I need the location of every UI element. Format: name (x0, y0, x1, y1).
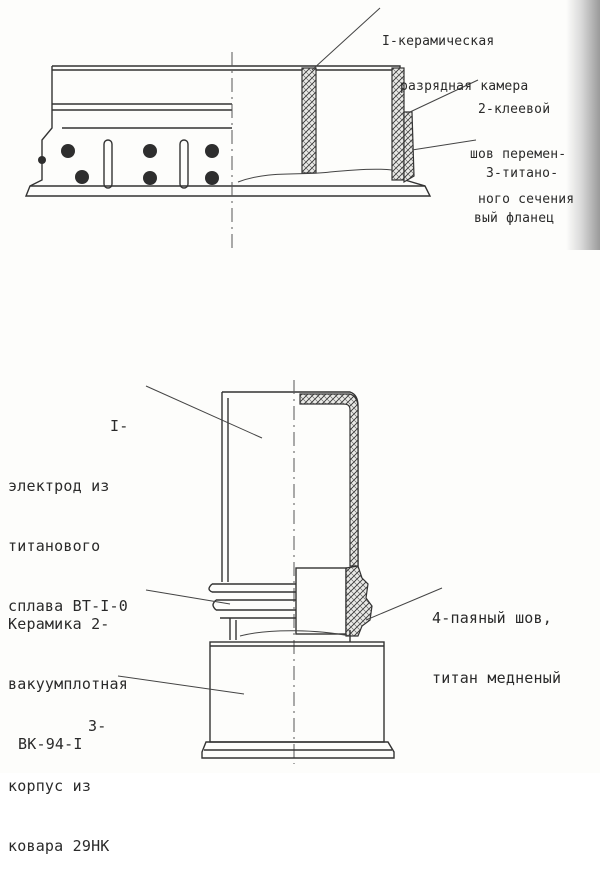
ceramic-chamber-wall-left (301, 67, 317, 174)
bolt (205, 171, 219, 185)
slot-hole (179, 139, 189, 189)
electrode-outline (221, 391, 359, 582)
leader-line-b4 (365, 587, 443, 621)
bolt (75, 170, 89, 184)
ceramic-ring (212, 583, 296, 619)
titanium-flange (403, 111, 415, 184)
label-ceramic: Керамика 2- вакуумплотная ВК-94-I (8, 615, 128, 753)
slot-hole (103, 139, 113, 189)
chamber-bottom (237, 168, 393, 183)
label-adhesive-seam: 2-клеевой шов перемен- ного сечения (470, 102, 575, 207)
bolt (205, 144, 219, 158)
bolt (61, 144, 75, 158)
kovar-body (209, 641, 385, 743)
label-kovar-body: 3- корпус из ковара 29НК (8, 717, 110, 855)
document-page: I-керамическая разрядная камера 2-клеево… (8, 0, 600, 855)
bolt (143, 144, 157, 158)
top-drawing (24, 7, 479, 248)
leader-line-3 (411, 139, 477, 151)
technical-drawings (24, 7, 479, 764)
bottom-drawing (117, 380, 443, 764)
scan-shadow-edge (566, 0, 600, 250)
label-brazed-seam: 4-паяный шов, титан медненый (432, 609, 562, 687)
electrode-cap (299, 393, 359, 567)
leader-line-b2 (145, 589, 231, 605)
label-ceramic-chamber: I-керамическая разрядная камера (382, 34, 529, 94)
bolt (143, 171, 157, 185)
leader-line-b3 (117, 675, 245, 695)
brazed-seam (345, 565, 373, 637)
base-flange (201, 741, 395, 759)
label-electrode: I- электрод из титанового сплава ВТ-I-0 (8, 417, 129, 615)
leader-line-2 (409, 79, 479, 113)
label-titanium-flange: 3-титано- вый фланец (474, 166, 559, 226)
bolt (38, 156, 46, 164)
leader-line-b1 (145, 385, 263, 439)
inner-sleeve (295, 567, 347, 635)
leader-line-1 (311, 7, 381, 71)
